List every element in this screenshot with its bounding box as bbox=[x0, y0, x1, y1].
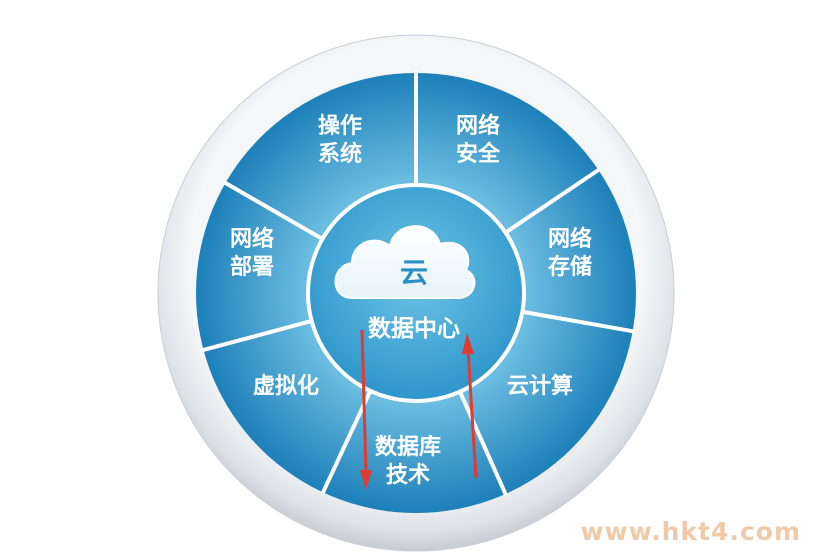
segment-label: 云计算 bbox=[507, 373, 573, 399]
segment-label: 网络 bbox=[548, 226, 592, 252]
segment-label: 虚拟化 bbox=[253, 373, 319, 399]
segment-label: 部署 bbox=[230, 254, 274, 280]
segment-label: 网络 bbox=[456, 113, 500, 139]
cloud-icon bbox=[334, 225, 476, 299]
watermark: www.hkt4.com bbox=[580, 517, 801, 546]
segment-divider bbox=[320, 390, 373, 496]
arrow-down-head bbox=[360, 470, 372, 490]
cloud-label: 云 bbox=[400, 256, 428, 289]
segment-label: 系统 bbox=[318, 141, 362, 167]
segment-label: 操作 bbox=[318, 114, 362, 139]
arrow-down bbox=[360, 329, 368, 475]
segment-label: 存储 bbox=[548, 254, 592, 280]
segment-label: 技术 bbox=[386, 463, 430, 488]
segment-divider bbox=[504, 167, 602, 235]
segment-label: 数据库 bbox=[375, 434, 441, 460]
center-title: 数据中心 bbox=[368, 316, 460, 342]
arrow-up-head bbox=[462, 333, 474, 354]
segment-divider bbox=[201, 319, 313, 353]
segment-cloud-computing: 云计算 bbox=[507, 373, 573, 399]
segment-label: 网络 bbox=[230, 226, 274, 252]
red-arrows bbox=[360, 329, 478, 490]
arrow-up bbox=[466, 349, 478, 479]
segment-virtualization: 虚拟化 bbox=[253, 373, 319, 399]
segment-label: 安全 bbox=[456, 141, 501, 167]
segment-divider bbox=[222, 180, 324, 241]
segment-dividers bbox=[201, 71, 635, 497]
segment-divider bbox=[522, 309, 635, 334]
segment-divider bbox=[458, 390, 509, 497]
